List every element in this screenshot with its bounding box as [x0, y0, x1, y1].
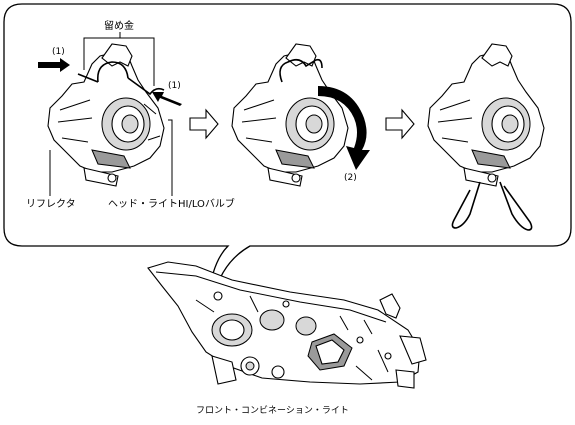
push-arrow-right — [152, 92, 182, 106]
bulb-label: ヘッド・ライトHI/LOバルブ — [108, 197, 235, 210]
step2-label: (2) — [344, 173, 357, 183]
process-arrow-1 — [189, 108, 219, 140]
reflector-label: リフレクタ — [26, 198, 76, 210]
step1-unit — [47, 43, 165, 187]
step1-left-label: (1) — [52, 47, 65, 57]
step3-unit — [427, 43, 545, 231]
step1-right-label: (1) — [168, 81, 181, 91]
assembly-label: フロント・コンビネーション・ライト — [196, 405, 349, 416]
retainer-label: 留め金 — [104, 19, 134, 32]
retainer-leader — [83, 32, 155, 86]
rotate-arrow — [318, 86, 370, 170]
push-arrow-left — [38, 58, 70, 72]
headlight-assembly — [147, 261, 427, 389]
bulb-leader — [168, 119, 173, 196]
process-arrow-2 — [385, 108, 415, 140]
step2-unit — [231, 43, 349, 187]
